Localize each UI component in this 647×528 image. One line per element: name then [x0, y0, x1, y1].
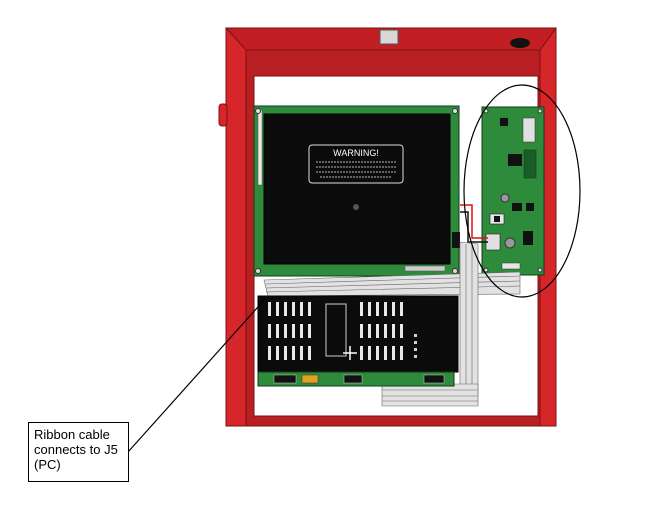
ribbon-cable-callout: Ribbon cable connects to J5 (PC) — [28, 422, 129, 482]
lock-icon — [510, 38, 530, 48]
expansion-board — [481, 106, 545, 276]
warning-title: WARNING! — [333, 148, 379, 158]
main-board — [253, 105, 460, 277]
ribbon-cables — [263, 241, 521, 407]
callout-leader — [127, 297, 267, 453]
wires — [452, 204, 488, 248]
display-panel — [263, 113, 451, 265]
terminal-board — [257, 371, 455, 387]
warning-label — [308, 144, 404, 184]
latch — [379, 29, 399, 45]
oval-highlight — [463, 84, 581, 298]
hinge-icon — [218, 103, 228, 127]
power-supply — [257, 295, 459, 373]
